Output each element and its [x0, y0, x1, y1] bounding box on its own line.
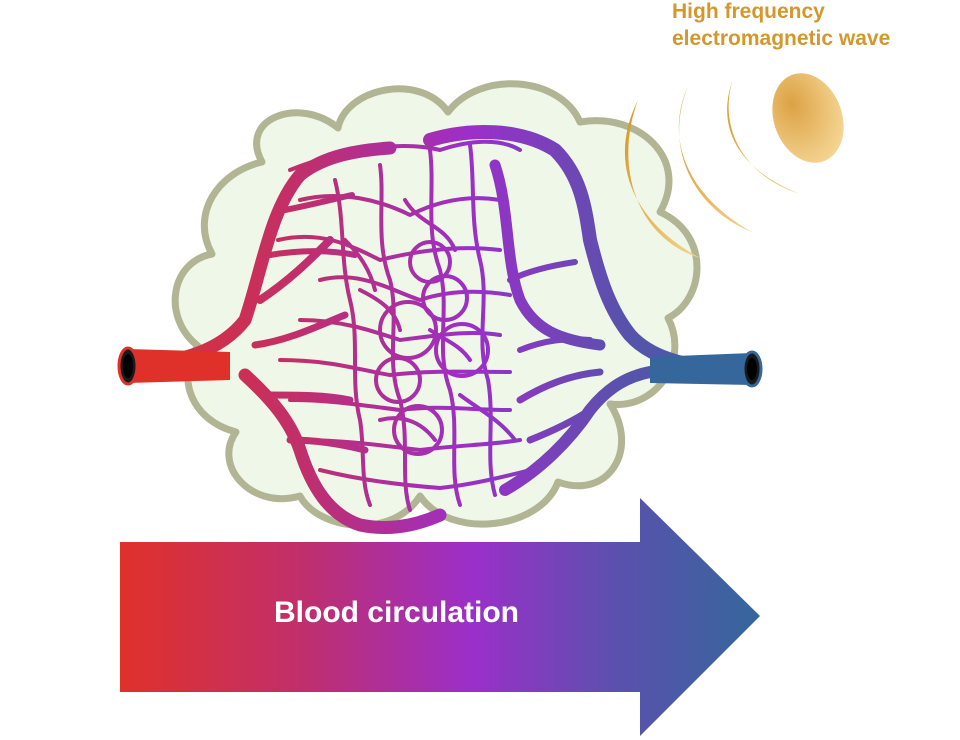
electromagnetic-wave-icon — [624, 73, 844, 258]
wave-label-line-1: High frequency — [672, 0, 825, 23]
wave-label: High frequency electromagnetic wave — [672, 0, 890, 52]
blood-circulation-arrow — [120, 498, 760, 736]
wave-label-line-2: electromagnetic wave — [672, 27, 891, 50]
outflow-vessel — [650, 350, 763, 388]
arrow-label: Blood circulation — [274, 596, 520, 629]
capillary-network — [276, 139, 532, 512]
vein-branches — [423, 124, 747, 496]
inflow-vessel — [117, 346, 230, 386]
